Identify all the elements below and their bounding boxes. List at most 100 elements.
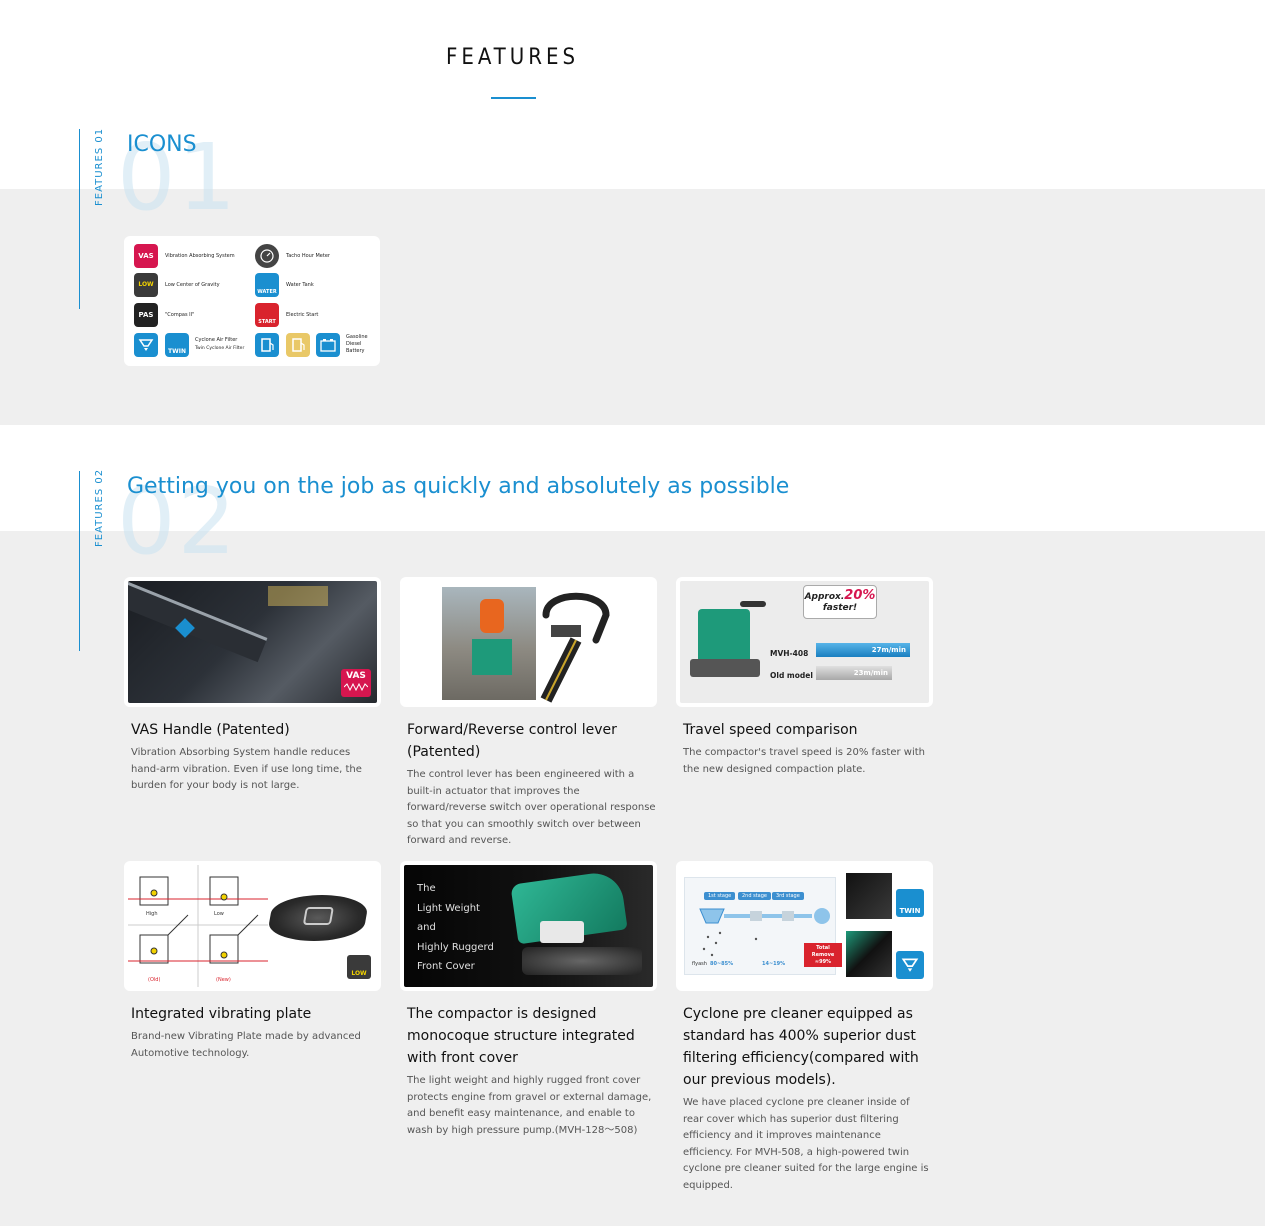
feature-description: The light weight and highly rugged front… [407, 1075, 652, 1136]
feature-title: Travel speed comparison [683, 722, 858, 738]
legend-label-vas: Vibration Absorbing System [165, 253, 235, 259]
title-underline [491, 97, 536, 99]
legend-label-start: Electric Start [286, 312, 319, 318]
section-2-number: 02 [117, 468, 239, 575]
flyash-label: flyash [692, 961, 707, 967]
feature-title: The compactor is designed monocoque stru… [407, 1006, 635, 1066]
flyash-percent-1: 80~85% [710, 961, 734, 967]
control-lever-drawing [540, 592, 610, 703]
compactor-plate-shape [690, 659, 760, 677]
legend-label-twin-cyclone: Twin Cyclone Air Filter [195, 346, 245, 351]
vas-icon: VAS [134, 244, 158, 268]
caption-line: Front Cover [417, 961, 475, 972]
feature-card-front-cover: The Light Weight and Highly Ruggerd Fron… [400, 861, 657, 1139]
remove-percent: ≈99% [814, 959, 832, 965]
front-cover-image: The Light Weight and Highly Ruggerd Fron… [400, 861, 657, 991]
feature-description: We have placed cyclone pre cleaner insid… [683, 1097, 929, 1191]
legend-label-low-gravity: Low Center of Gravity [165, 282, 220, 288]
compactor-handle-shape [740, 601, 766, 607]
feature-title: Forward/Reverse control lever (Patented) [407, 722, 617, 760]
legend-label-cyclone: Cyclone Air Filter [195, 337, 238, 343]
twin-cyclone-photo [846, 873, 892, 919]
label-new: (New) [216, 977, 231, 983]
legend-label-tacho: Tacho Hour Meter [286, 253, 330, 259]
legend-label-diesel: Diesel [346, 341, 362, 347]
caption-line: Highly Ruggerd [417, 941, 494, 953]
feature-title: Cyclone pre cleaner equipped as standard… [683, 1006, 919, 1088]
feature-card-vas-handle: VAS VAS Handle (Patented) Vibration Abso… [124, 577, 381, 795]
feature-card-cyclone-cleaner: 1st stage 2nd stage 3rd stage flyash 80~… [676, 861, 933, 1194]
center-of-gravity-diagram [128, 865, 268, 987]
callout-suffix: faster! [822, 603, 858, 613]
caption-line: and [417, 922, 436, 933]
section-1-title: ICONS [127, 132, 197, 157]
feature-card-travel-speed: Approx.20% faster! MVH-408 27m/min Old m… [676, 577, 933, 778]
vas-badge-icon: VAS [341, 669, 371, 697]
callout-prefix: Approx. [804, 592, 845, 602]
feature-description: The compactor's travel speed is 20% fast… [683, 747, 925, 775]
section-1-side-label: FEATURES 01 [94, 127, 105, 206]
base-plate-shape [522, 947, 642, 975]
feature-title: Integrated vibrating plate [131, 1006, 312, 1022]
feature-card-control-lever: Forward/Reverse control lever (Patented)… [400, 577, 657, 850]
feature-description: The control lever has been engineered wi… [407, 769, 656, 846]
stage-1-label: 1st stage [704, 892, 736, 900]
legend-label-compas: "Compas II" [165, 312, 195, 318]
engine-part-shape [268, 586, 328, 606]
caption-line: Light Weight [417, 902, 480, 914]
icons-legend-card: VAS Vibration Absorbing System LOW Low C… [124, 236, 380, 366]
vibrating-plate-image: High Low (Old) (New) LOW [124, 861, 381, 991]
diesel-icon [286, 333, 310, 357]
section-2-side-rule [79, 471, 80, 651]
stage-3-label: 3rd stage [772, 892, 804, 900]
cyclone-photo [846, 931, 892, 977]
battery-icon [316, 333, 340, 357]
callout-percent: 20% [844, 588, 876, 603]
electric-start-icon: START [255, 303, 279, 327]
low-gravity-icon: LOW [134, 273, 158, 297]
speed-bar-new: 27m/min [816, 643, 910, 657]
gasoline-icon [255, 333, 279, 357]
label-old: (Old) [148, 977, 161, 983]
speed-row2-label: Old model [770, 671, 813, 680]
section-2-title: Getting you on the job as quickly and ab… [127, 474, 790, 499]
flyash-percent-2: 14~19% [762, 961, 786, 967]
legend-label-gasoline: Gasoline [346, 334, 368, 340]
feature-card-vibrating-plate: High Low (Old) (New) LOW Integrated vibr… [124, 861, 381, 1062]
vibrating-plate-shape [265, 895, 371, 941]
stage-2-label: 2nd stage [738, 892, 771, 900]
control-lever-image [400, 577, 657, 707]
label-low: Low [214, 911, 224, 917]
cyclone-cleaner-image: 1st stage 2nd stage 3rd stage flyash 80~… [676, 861, 933, 991]
worker-shape [480, 599, 504, 633]
low-gravity-badge-icon: LOW [347, 955, 371, 979]
plate-center-part [302, 907, 334, 925]
tacho-meter-icon [255, 244, 279, 268]
section-2-side-label: FEATURES 02 [94, 468, 105, 547]
vas-handle-image: VAS [124, 577, 381, 707]
cyclone-filter-icon [134, 333, 158, 357]
caption-line: The [417, 883, 436, 894]
section-1-number: 01 [117, 124, 239, 231]
feature-description: Brand-new Vibrating Plate made by advanc… [131, 1031, 361, 1059]
feature-description: Vibration Absorbing System handle reduce… [131, 747, 362, 791]
page-title: FEATURES [445, 45, 580, 70]
cover-panel-shape [540, 921, 584, 943]
remove-label: Remove [811, 952, 835, 958]
legend-label-water: Water Tank [286, 282, 314, 288]
cyclone-flow-drawing [699, 908, 830, 957]
speed-row1-label: MVH-408 [770, 649, 809, 658]
total-remove-badge: Total Remove ≈99% [804, 943, 842, 967]
speed-bar-old: 23m/min [816, 666, 892, 680]
legend-label-battery: Battery [346, 348, 365, 354]
speed-callout: Approx.20% faster! [803, 585, 877, 619]
worker-photo [442, 587, 536, 700]
front-cover-caption: The Light Weight and Highly Ruggerd Fron… [417, 879, 494, 977]
cyclone-badge-icon [896, 951, 924, 979]
vas-badge-text: VAS [346, 671, 366, 681]
compas-icon: PAS [134, 303, 158, 327]
travel-speed-image: Approx.20% faster! MVH-408 27m/min Old m… [676, 577, 933, 707]
label-high: High [146, 911, 158, 917]
feature-title: VAS Handle (Patented) [131, 722, 290, 738]
twin-cyclone-badge-icon: TWIN [896, 889, 924, 917]
